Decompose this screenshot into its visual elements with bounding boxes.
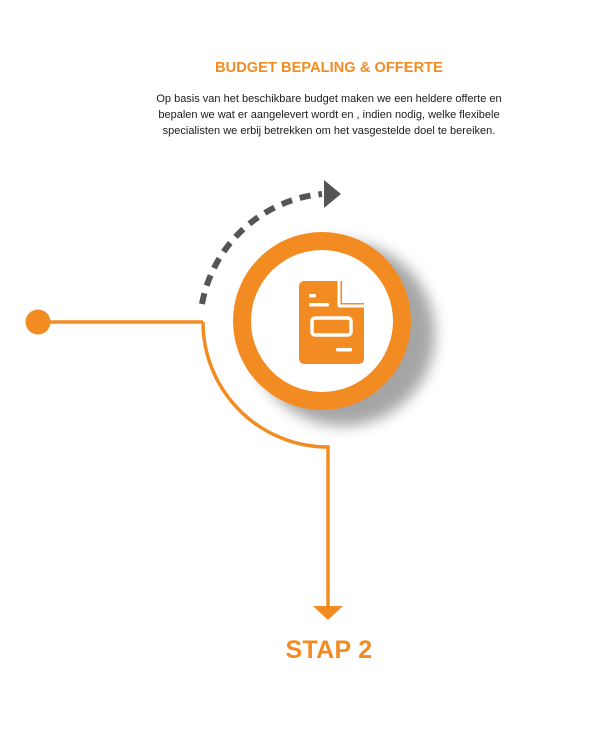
step-number-label: STAP 2	[285, 636, 373, 664]
flow-arc	[201, 321, 330, 606]
down-arrow-icon	[313, 606, 343, 620]
dashed-arrow-head-icon	[324, 180, 341, 208]
step-title: BUDGET BEPALING & OFFERTE	[215, 60, 443, 76]
document-icon	[299, 281, 364, 364]
step-description: Op basis van het beschikbare budget make…	[156, 93, 502, 137]
progress-dashed-arc	[199, 191, 323, 305]
